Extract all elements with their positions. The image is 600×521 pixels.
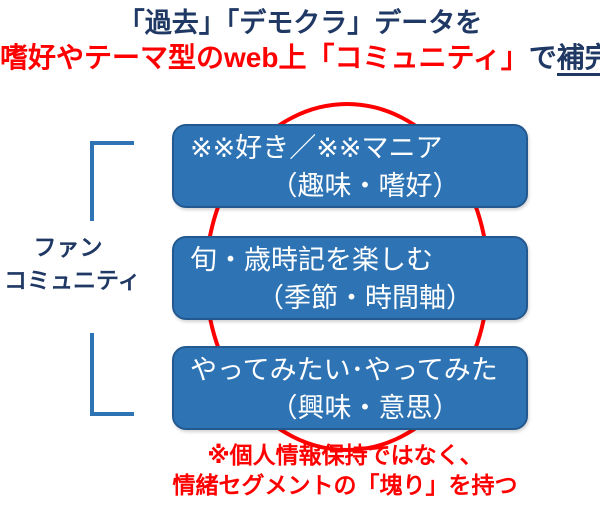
title-line2: 嗜好やテーマ型のweb上「コミュニティ」で補完 — [0, 40, 600, 76]
title-line1: 「過去」「デモクラ」データを — [117, 8, 483, 38]
bracket-top-corner — [90, 141, 134, 221]
community-box-hobby-line1: ※※好き／※※マニア — [190, 133, 443, 163]
community-box-hobby: ※※好き／※※マニア （趣味・嗜好） — [172, 124, 528, 208]
community-box-season: 旬・歳時記を楽しむ （季節・時間軸） — [172, 236, 528, 320]
fan-community-label-line2: コミュニティ — [4, 267, 141, 293]
community-box-interest-line1: やってみたい･やってみた — [190, 355, 498, 385]
fan-community-label-line1: ファン — [33, 234, 103, 260]
title-line2-red-text: 嗜好やテーマ型のweb上「コミュニティ」 — [0, 42, 529, 73]
community-box-season-line1: 旬・歳時記を楽しむ — [190, 245, 433, 275]
title-line2-connector: で — [528, 42, 557, 73]
bracket-bottom-corner — [90, 333, 134, 416]
title-line2-emphasis: 補完 — [556, 42, 600, 76]
footnote: ※個人情報保持ではなく、 情緒セグメントの「塊り」を持つ — [130, 440, 560, 500]
fan-community-label: ファン コミュニティ — [4, 231, 141, 297]
slide-title: 「過去」「デモクラ」データを 嗜好やテーマ型のweb上「コミュニティ」で補完 — [0, 6, 600, 76]
footnote-line2: 情緒セグメントの「塊り」を持つ — [172, 472, 518, 498]
community-box-interest: やってみたい･やってみた （興味・意思） — [172, 346, 528, 430]
community-box-interest-line2: （興味・意思） — [270, 393, 460, 423]
community-box-hobby-line2: （趣味・嗜好） — [270, 171, 460, 201]
footnote-line1: ※個人情報保持ではなく、 — [207, 442, 483, 468]
community-box-season-line2: （季節・時間軸） — [257, 283, 473, 313]
